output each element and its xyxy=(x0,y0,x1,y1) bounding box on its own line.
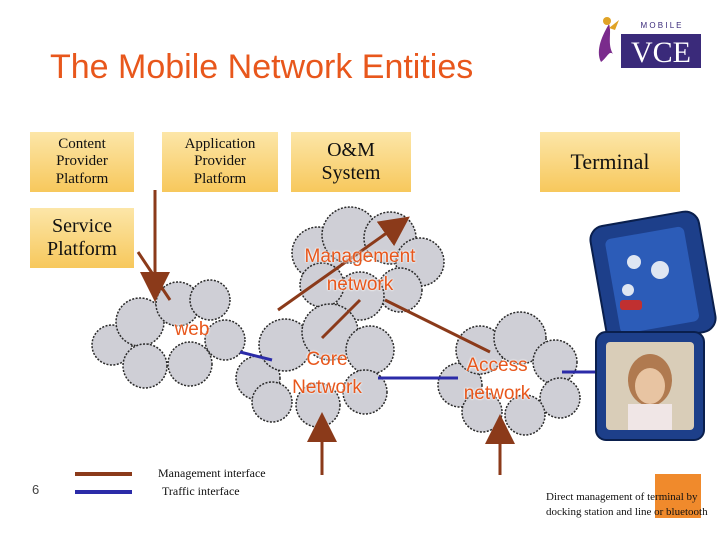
core-network-label: Core Network xyxy=(292,349,362,398)
service-platform-label: Service Platform xyxy=(47,215,117,260)
application-provider-label: Application Provider Platform xyxy=(184,136,256,187)
legend-management-text: Management interface xyxy=(158,466,266,480)
management-link-arrow xyxy=(277,216,410,312)
terminal-management-note: Direct management of terminal by docking… xyxy=(546,491,708,518)
om-system-label: O&M System xyxy=(321,139,381,184)
content-provider-box: Content Provider Platform xyxy=(30,132,134,192)
om-system-box: O&M System xyxy=(291,132,411,192)
application-provider-box: Application Provider Platform xyxy=(162,132,278,192)
access-network-label: Access network xyxy=(463,355,531,404)
management-to-core-link xyxy=(320,298,362,340)
logo-top-text: M O B I L E xyxy=(640,21,681,30)
service-platform-box: Service Platform xyxy=(30,208,134,268)
phone-image xyxy=(589,210,717,441)
web-label: web xyxy=(174,319,210,340)
management-network-label: Management network xyxy=(304,246,416,295)
mobile-vce-logo: VCE M O B I L E xyxy=(585,10,705,72)
management-to-access-link xyxy=(384,298,491,354)
web-cloud xyxy=(91,279,246,389)
page-title: The Mobile Network Entities xyxy=(50,48,474,86)
legend-traffic-text: Traffic interface xyxy=(162,484,240,498)
terminal-box: Terminal xyxy=(540,132,680,192)
logo-text: VCE xyxy=(631,36,691,69)
terminal-label: Terminal xyxy=(570,149,650,175)
web-to-core-traffic-link xyxy=(239,350,273,362)
service-to-web-link xyxy=(136,251,172,301)
page-number: 6 xyxy=(32,482,40,497)
content-provider-label: Content Provider Platform xyxy=(55,136,109,187)
orange-brand-tag xyxy=(655,474,701,518)
